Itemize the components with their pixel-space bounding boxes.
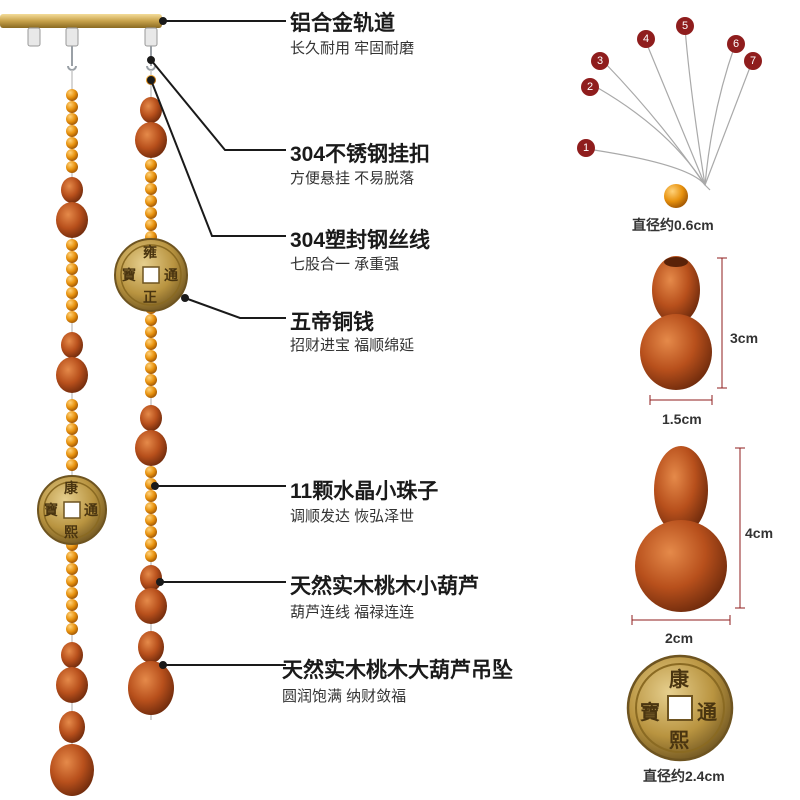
feature-title: 天然实木桃木大葫芦吊坠: [282, 659, 513, 682]
strand-number-badge: 6: [727, 35, 745, 53]
left-small-gourds: [56, 177, 88, 703]
strand-number-badge: 2: [581, 78, 599, 96]
bead-detail: [664, 184, 688, 208]
feature-subtitle: 圆润饱满 纳财敛福: [282, 688, 407, 705]
coin-diameter-label: 直径约2.4cm: [643, 768, 725, 784]
feature-subtitle: 七股合一 承重强: [290, 256, 400, 273]
coin-char-top: 雍: [143, 245, 157, 261]
coin-detail: [626, 654, 734, 762]
small-gourd-dim-lines: [649, 257, 727, 405]
strand-number-badge: 5: [676, 17, 694, 35]
small-gourd-detail: [640, 256, 712, 390]
strand-number-badge: 7: [744, 52, 762, 70]
feature-subtitle: 长久耐用 牢固耐磨: [290, 40, 415, 57]
feature-title: 11颗水晶小珠子: [290, 480, 439, 503]
coin-char-right: 通: [84, 503, 98, 519]
bead-diameter-label: 直径约0.6cm: [632, 217, 714, 233]
feature-title: 铝合金轨道: [290, 12, 395, 35]
small-gourd-width-label: 1.5cm: [662, 411, 702, 427]
coin-char-bottom: 熙: [669, 728, 689, 752]
coin-char-right: 通: [697, 700, 717, 724]
wire-bundle: [593, 27, 753, 191]
feature-title: 304不锈钢挂扣: [290, 143, 431, 166]
strand-number-badge: 3: [591, 52, 609, 70]
coin-char-left: 寶: [122, 268, 136, 284]
feature-title: 天然实木桃木小葫芦: [290, 575, 479, 598]
left-coin: [37, 475, 107, 545]
aluminum-rail: [0, 14, 162, 28]
rail-hooks: [27, 27, 158, 47]
large-gourd-height-label: 4cm: [745, 525, 774, 541]
large-gourd-width-label: 2cm: [665, 630, 694, 646]
right-small-gourds: [135, 97, 167, 624]
coin-char-left: 寶: [640, 700, 660, 724]
feature-subtitle: 葫芦连线 福禄连连: [290, 604, 415, 621]
feature-subtitle: 方便悬挂 不易脱落: [290, 170, 415, 187]
large-gourd-detail: [635, 446, 727, 612]
callout-lines: [147, 17, 286, 669]
coin-char-bottom: 熙: [64, 525, 78, 541]
coin-char-bottom: 正: [143, 290, 157, 306]
left-large-gourd: [50, 711, 94, 796]
feature-title: 五帝铜钱: [290, 311, 374, 334]
strand-number-badge: 1: [577, 139, 595, 157]
coin-char-left: 寶: [44, 503, 58, 519]
coin-char-right: 通: [164, 268, 178, 284]
coin-char-top: 康: [64, 481, 78, 497]
feature-title: 304塑封钢丝线: [290, 229, 431, 252]
large-gourd-dim-lines: [631, 447, 745, 625]
right-large-gourd: [128, 631, 174, 715]
strand-number-badge: 4: [637, 30, 655, 48]
center-coin: [114, 238, 188, 312]
feature-subtitle: 调顺发达 恢弘泽世: [290, 508, 415, 525]
small-gourd-height-label: 3cm: [730, 330, 759, 346]
coin-char-top: 康: [669, 667, 689, 691]
feature-subtitle: 招财进宝 福顺绵延: [290, 337, 415, 354]
steel-clasps: [67, 46, 156, 71]
